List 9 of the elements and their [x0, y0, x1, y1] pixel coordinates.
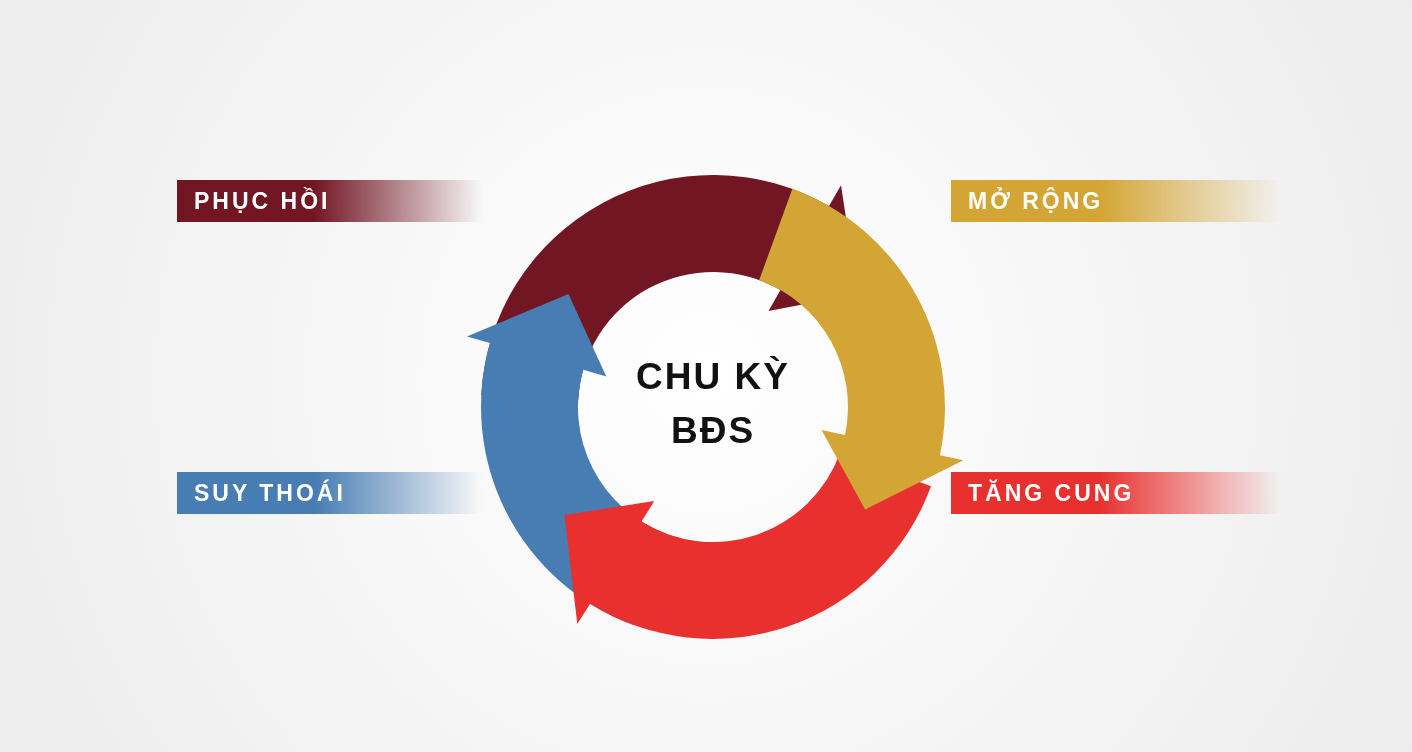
phase-banner	[951, 472, 1281, 514]
phase-label: TĂNG CUNG	[968, 478, 1135, 508]
phase-label: MỞ RỘNG	[968, 186, 1104, 216]
phase-label: PHỤC HỒI	[194, 186, 331, 216]
phase-banner	[177, 472, 482, 514]
phase-label: SUY THOÁI	[194, 478, 346, 508]
phase-banner	[951, 180, 1281, 222]
phase-banner	[177, 180, 482, 222]
cycle-title: CHU KỲ BĐS	[635, 355, 791, 453]
